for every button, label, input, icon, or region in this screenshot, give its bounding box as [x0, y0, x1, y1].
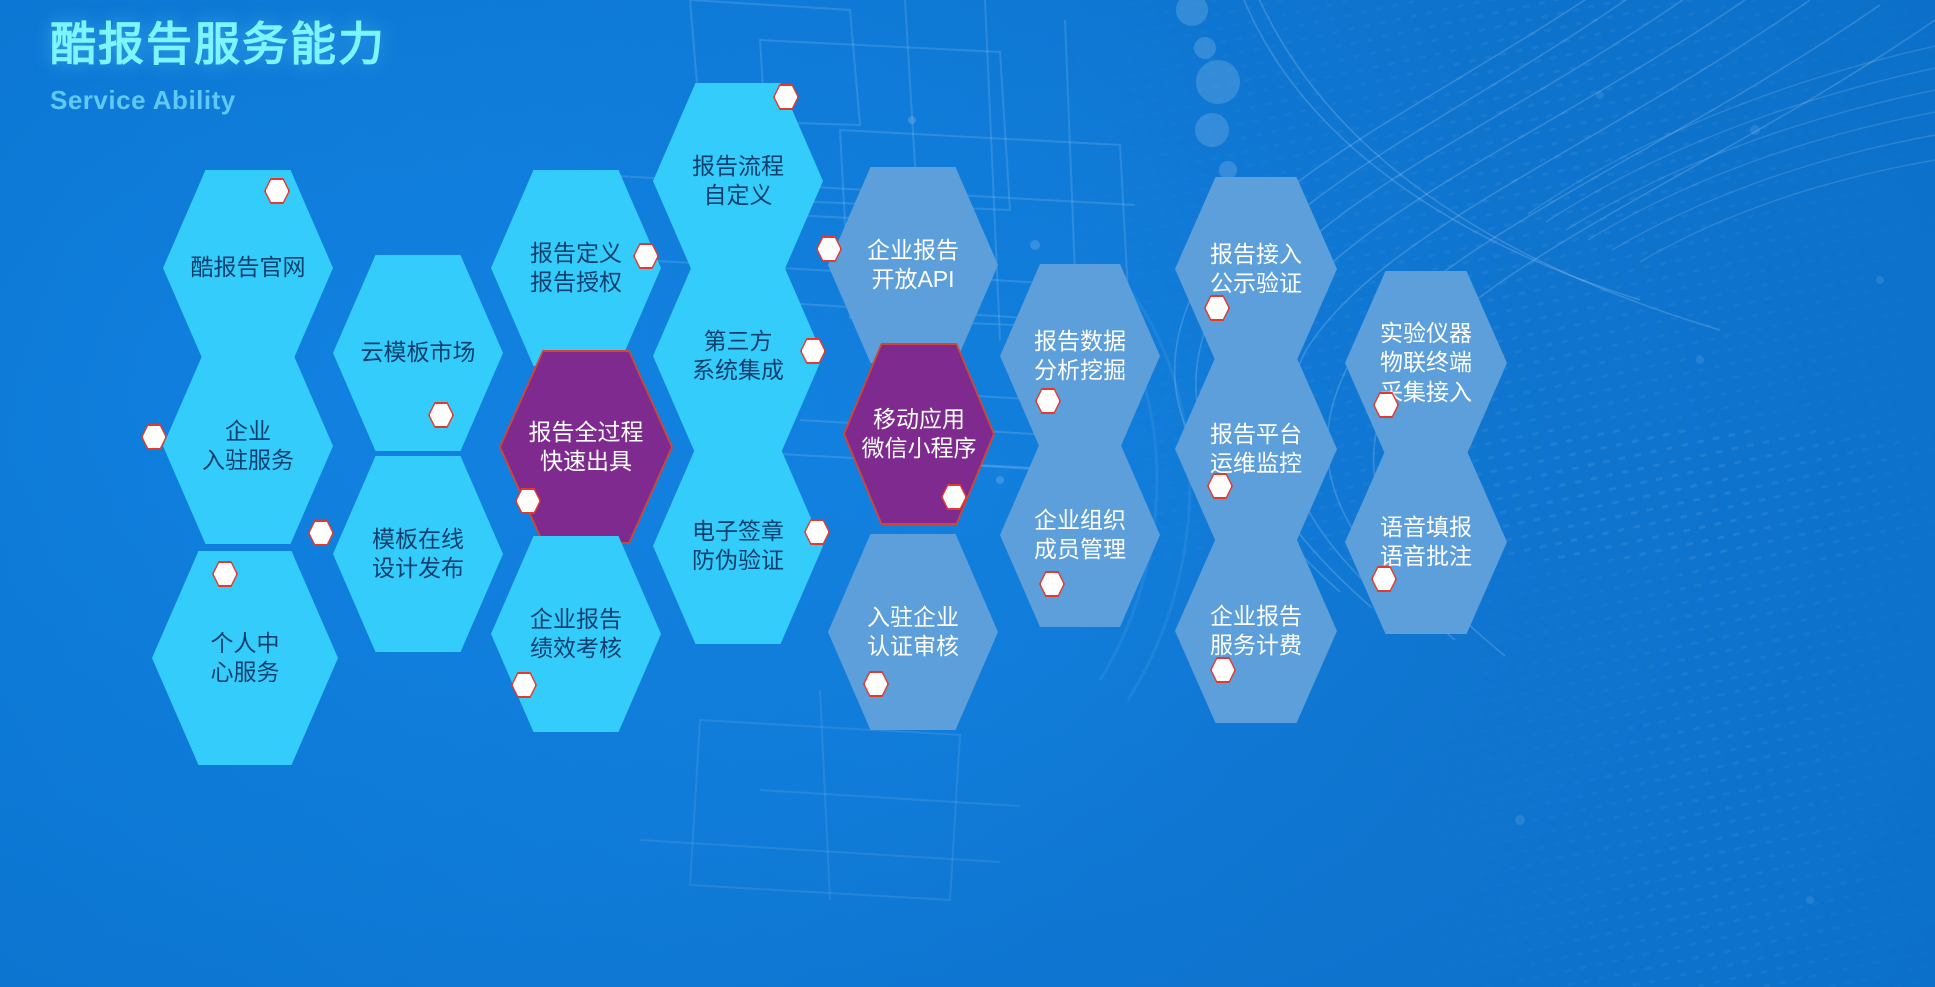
- hex-mobile-wechat-miniapp[interactable]: 移动应用 微信小程序: [845, 345, 993, 523]
- hex-lab-iot-terminal[interactable]: 实验仪器 物联终端 采集接入: [1345, 271, 1507, 455]
- hex-enterprise-onboarding[interactable]: 企业 入驻服务: [163, 348, 333, 544]
- hex-template-online-design[interactable]: 模板在线 设计发布: [333, 456, 503, 652]
- hex-report-define-authorize[interactable]: 报告定义 报告授权: [491, 170, 661, 366]
- hex-third-party-integration-label: 第三方 系统集成: [692, 327, 784, 383]
- hex-platform-ops-monitor[interactable]: 报告平台 运维监控: [1175, 357, 1337, 541]
- hex-org-member-management-label: 企业组织 成员管理: [1034, 506, 1126, 562]
- hex-org-member-management[interactable]: 企业组织 成员管理: [1000, 443, 1160, 627]
- page-subtitle: Service Ability: [50, 84, 236, 115]
- hex-personal-center[interactable]: 个人中 心服务: [152, 551, 338, 765]
- hex-onboarding-audit-label: 入驻企业 认证审核: [867, 603, 959, 659]
- hex-lab-iot-terminal-hexagon-marker-icon: [1373, 392, 1399, 418]
- hex-voice-report-annotation-label: 语音填报 语音批注: [1380, 513, 1472, 569]
- hex-report-data-analysis-hexagon-marker-icon: [1035, 388, 1061, 414]
- hex-platform-ops-monitor-label: 报告平台 运维监控: [1210, 420, 1302, 476]
- hex-cloud-template-market[interactable]: 云模板市场: [333, 255, 503, 451]
- hex-kubaogao-official-site-hexagon-marker-icon: [264, 178, 290, 204]
- hex-enterprise-onboarding-label: 企业 入驻服务: [202, 417, 294, 473]
- hex-enterprise-report-kpi[interactable]: 企业报告 绩效考核: [491, 536, 661, 732]
- hex-template-online-design-label: 模板在线 设计发布: [372, 525, 464, 581]
- hex-report-data-analysis[interactable]: 报告数据 分析挖掘: [1000, 264, 1160, 448]
- hex-cloud-template-market-hexagon-marker-icon: [428, 402, 454, 428]
- hex-enterprise-open-api[interactable]: 企业报告 开放API: [828, 167, 998, 363]
- hex-report-access-publicity-hexagon-marker-icon: [1204, 295, 1230, 321]
- hex-kubaogao-official-site[interactable]: 酷报告官网: [163, 170, 333, 366]
- hex-report-full-process-label: 报告全过程 快速出具: [528, 418, 644, 474]
- hex-mobile-wechat-miniapp-label: 移动应用 微信小程序: [861, 405, 977, 461]
- hex-report-define-authorize-label: 报告定义 报告授权: [530, 239, 622, 295]
- hex-org-member-management-hexagon-marker-icon: [1039, 571, 1065, 597]
- hex-report-access-publicity-label: 报告接入 公示验证: [1210, 240, 1302, 296]
- hex-report-service-billing[interactable]: 企业报告 服务计费: [1175, 539, 1337, 723]
- hex-enterprise-onboarding-hexagon-marker-icon: [141, 424, 167, 450]
- page-title-block: 酷报告服务能力 Service Ability: [50, 18, 386, 116]
- hex-lab-iot-terminal-label: 实验仪器 物联终端 采集接入: [1380, 319, 1472, 405]
- hex-onboarding-audit[interactable]: 入驻企业 认证审核: [828, 534, 998, 730]
- hex-voice-report-annotation-hexagon-marker-icon: [1371, 566, 1397, 592]
- hex-template-online-design-hexagon-marker-icon: [308, 520, 334, 546]
- hex-platform-ops-monitor-hexagon-marker-icon: [1207, 473, 1233, 499]
- hex-report-data-analysis-label: 报告数据 分析挖掘: [1034, 327, 1126, 383]
- hex-third-party-integration[interactable]: 第三方 系统集成: [653, 258, 823, 454]
- hex-report-flow-custom[interactable]: 报告流程 自定义: [653, 83, 823, 279]
- hex-enterprise-report-kpi-label: 企业报告 绩效考核: [530, 605, 622, 661]
- hex-report-service-billing-label: 企业报告 服务计费: [1210, 602, 1302, 658]
- hex-report-access-publicity[interactable]: 报告接入 公示验证: [1175, 177, 1337, 361]
- hex-personal-center-label: 个人中 心服务: [210, 629, 280, 685]
- hex-voice-report-annotation[interactable]: 语音填报 语音批注: [1345, 450, 1507, 634]
- hex-report-service-billing-hexagon-marker-icon: [1210, 657, 1236, 683]
- hex-e-signature-verify[interactable]: 电子签章 防伪验证: [653, 448, 823, 644]
- hex-cloud-template-market-label: 云模板市场: [360, 339, 476, 366]
- hex-enterprise-open-api-label: 企业报告 开放API: [867, 236, 959, 292]
- hex-report-flow-custom-label: 报告流程 自定义: [692, 152, 784, 208]
- hex-kubaogao-official-site-label: 酷报告官网: [190, 254, 306, 281]
- page-title: 酷报告服务能力: [50, 18, 386, 70]
- hex-e-signature-verify-label: 电子签章 防伪验证: [692, 517, 784, 573]
